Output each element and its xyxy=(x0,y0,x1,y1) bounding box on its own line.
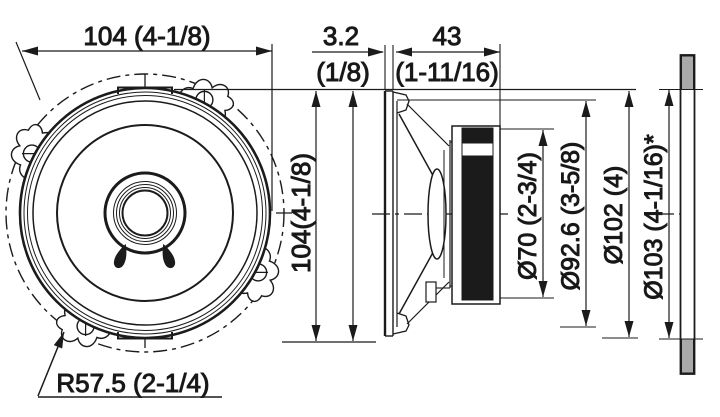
magnet-assembly xyxy=(451,125,501,305)
mount-depth-mm-label: 43 xyxy=(433,21,462,51)
front-width-label: 104 (4-1/8) xyxy=(83,21,210,51)
side-depth-dimensions xyxy=(312,47,500,57)
tweeter-leg-left xyxy=(113,243,127,269)
mount-depth-in-label: (1-11/16) xyxy=(395,57,499,87)
flange-depth-mm-label: 3.2 xyxy=(323,21,359,51)
front-width-dimension xyxy=(15,41,273,211)
tab-radius-label: R57.5 (2-1/4) xyxy=(56,368,209,398)
dust-cap-profile xyxy=(427,168,447,260)
speaker-flange xyxy=(383,90,394,337)
mounting-chain-circle xyxy=(5,73,285,353)
front-height-label: 104(4-1/8) xyxy=(286,153,316,273)
tab-radius-leader xyxy=(37,331,222,398)
basket-diameter-label: Ø92.6 (3-5/8) xyxy=(557,142,585,291)
panel-material-top xyxy=(681,55,694,90)
hole-diameter-label: Ø103 (4-1/16)* xyxy=(640,134,668,300)
magnet-top-plate xyxy=(462,128,493,143)
tweeter-center xyxy=(103,171,187,269)
speaker-basket-profile xyxy=(392,91,462,335)
terminal-lug xyxy=(425,281,437,303)
gasket-ring-2 xyxy=(27,95,263,331)
magnet-diameter-label: Ø70 (2-3/4) xyxy=(514,152,542,280)
diameter-dimension-lines xyxy=(538,90,674,338)
cone-edge-circle xyxy=(56,124,234,302)
flange-depth-in-label: (1/8) xyxy=(316,57,369,87)
gasket-ring-1 xyxy=(23,91,267,335)
mounting-panel xyxy=(679,54,696,375)
tweeter-leg-right xyxy=(162,243,176,269)
front-height-dimension xyxy=(174,88,636,343)
gasket-flat-top xyxy=(117,86,173,94)
magnet-body xyxy=(462,156,493,300)
panel-material-bottom xyxy=(681,338,694,374)
surround-circle xyxy=(32,100,258,326)
front-view: 104 (4-1/8) 104(4-1/8) R57.5 (2-1/4) xyxy=(5,21,636,399)
side-view: 3.2 (1/8) 43 (1-11/16) Ø70 (2-3/4) Ø92.6 xyxy=(312,21,703,375)
gasket-flat-bottom xyxy=(117,332,173,340)
frame-diameter-label: Ø102 (4) xyxy=(600,166,628,265)
